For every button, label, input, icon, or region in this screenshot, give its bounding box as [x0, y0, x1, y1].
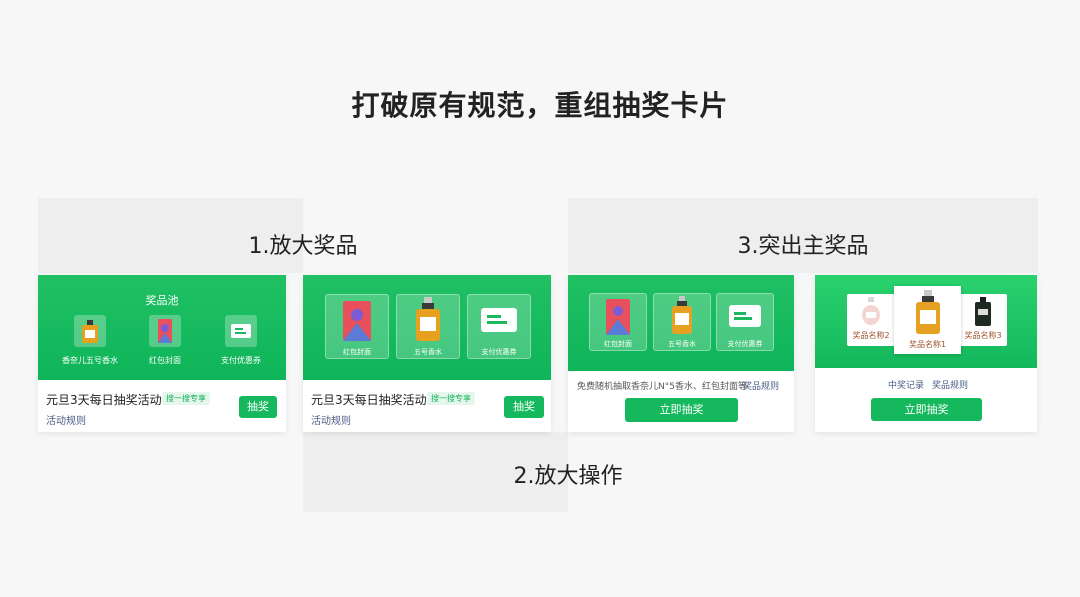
perfume-icon	[916, 290, 940, 334]
main-prize-name: 奖品名称1	[908, 340, 947, 349]
prize-label: 五号香水	[414, 348, 442, 356]
prize-name: 奖品名称2	[852, 331, 890, 340]
section1-label: 1.放大奖品	[248, 234, 358, 259]
perfume-pink-icon	[862, 297, 880, 325]
exclusive-tag: 搜一搜专享	[162, 392, 210, 405]
lottery-card-3: 红包封面 五号香水 支付优惠券 免费随机抽取香奈儿N°5香水、红包封面等 奖品规…	[568, 275, 794, 432]
section3-label: 3.突出主奖品	[737, 234, 869, 259]
coupon-icon	[225, 315, 257, 347]
prize-tile: 五号香水	[396, 294, 460, 359]
draw-button[interactable]: 抽奖	[239, 396, 277, 418]
lottery-card-1: 奖品池 香奈儿五号香水 红包封面 支付优	[38, 275, 286, 432]
section1-panel	[38, 198, 303, 273]
coupon-icon	[729, 305, 761, 327]
section2-panel	[303, 432, 568, 512]
secondary-prize-card: 奖品名称2	[847, 294, 895, 346]
red-packet-cover-icon	[149, 315, 181, 347]
perfume-icon	[672, 296, 692, 334]
red-packet-cover-icon	[606, 299, 630, 335]
prize-banner: 奖品名称2 奖品名称3 奖品名称1	[815, 275, 1037, 368]
secondary-prize-card: 奖品名称3	[959, 294, 1007, 346]
prize-banner: 红包封面 五号香水 支付优惠券	[568, 275, 794, 371]
lottery-card-4: 奖品名称2 奖品名称3 奖品名称1 中奖记录 奖品规则 立即抽奖	[815, 275, 1037, 432]
prize-label: 红包封面	[343, 348, 371, 356]
draw-now-button[interactable]: 立即抽奖	[871, 398, 982, 421]
perfume-dark-icon	[975, 297, 991, 326]
prize-rules-link[interactable]: 奖品规则	[743, 382, 780, 392]
main-prize-card: 奖品名称1	[894, 286, 961, 354]
prize-label: 支付优惠券	[221, 356, 261, 365]
section3-panel	[568, 198, 1038, 273]
page-title: 打破原有规范，重组抽奖卡片	[351, 89, 729, 122]
prize-label: 红包封面	[604, 340, 632, 348]
activity-rules-link[interactable]: 活动规则	[46, 416, 86, 427]
prize-pool-title: 奖品池	[145, 294, 179, 307]
exclusive-tag: 搜一搜专享	[427, 392, 475, 405]
prize-tile: 支付优惠券	[467, 294, 531, 359]
prize-rules-link[interactable]: 奖品规则	[932, 381, 969, 391]
prize-label: 香奈儿五号香水	[62, 356, 118, 365]
prize-label: 红包封面	[149, 356, 181, 365]
activity-rules-link[interactable]: 活动规则	[311, 416, 351, 427]
prize-label: 五号香水	[668, 340, 696, 348]
section2-label: 2.放大操作	[513, 464, 623, 489]
lottery-card-2: 红包封面 五号香水 支付优惠券 元旦3天每日抽奖活动 搜一搜专享 活动规则 抽奖	[303, 275, 551, 432]
coupon-icon	[481, 308, 517, 332]
prize-name: 奖品名称3	[964, 331, 1002, 340]
prize-banner: 红包封面 五号香水 支付优惠券	[303, 275, 551, 380]
prize-label: 支付优惠券	[481, 348, 517, 356]
perfume-icon	[416, 297, 440, 341]
winning-record-link[interactable]: 中奖记录	[888, 381, 925, 391]
prize-tile: 五号香水	[653, 293, 711, 351]
red-packet-cover-icon	[343, 301, 371, 341]
draw-now-button[interactable]: 立即抽奖	[625, 398, 738, 422]
prize-tile: 支付优惠券	[716, 293, 774, 351]
activity-title: 元旦3天每日抽奖活动	[46, 393, 162, 407]
prize-tile: 红包封面	[325, 294, 389, 359]
activity-title: 元旦3天每日抽奖活动	[311, 393, 427, 407]
prize-label: 支付优惠券	[727, 340, 763, 348]
draw-button[interactable]: 抽奖	[504, 396, 544, 418]
prize-tile: 红包封面	[589, 293, 647, 351]
prize-pool-banner: 奖品池 香奈儿五号香水 红包封面 支付优	[38, 275, 286, 380]
perfume-icon	[74, 315, 106, 347]
prize-description: 免费随机抽取香奈儿N°5香水、红包封面等	[577, 382, 747, 392]
